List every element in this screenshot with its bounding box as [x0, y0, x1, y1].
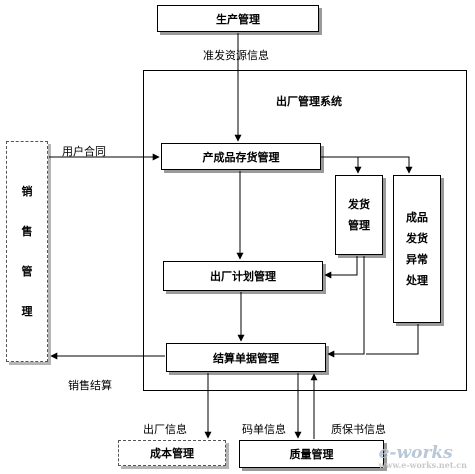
settlement-node: 结算单据管理: [166, 343, 326, 372]
shipping-node: 发货 管理: [335, 175, 383, 255]
cost-node: 成本管理: [118, 440, 226, 466]
edge-shipping-plan: [324, 256, 358, 279]
exception-label-line4: 处理: [406, 274, 428, 287]
watermark-subtext: www.e-works.net.cn: [378, 460, 467, 470]
exception-node: 成品 发货 异常 处理: [393, 175, 441, 323]
e-works-watermark: e-works www.e-works.net.cn: [379, 443, 467, 470]
inventory-node: 产成品存货管理: [161, 143, 321, 170]
sales-label-line4: 理: [21, 304, 33, 318]
production-label: 生产管理: [216, 12, 260, 26]
system-frame: [143, 70, 467, 391]
exception-label-line3: 异常: [406, 253, 428, 266]
edge-inventory-shipping: [321, 156, 362, 174]
sales-label-line2: 售: [21, 224, 33, 238]
watermark-text: e-works: [378, 443, 453, 463]
exception-label-line1: 成品: [406, 211, 428, 224]
production-node: 生产管理: [157, 5, 319, 32]
system-title: 出厂管理系统: [276, 95, 342, 108]
edge-shipping-settlement: [327, 256, 365, 358]
sales-settlement-label: 销售结算: [68, 379, 112, 392]
code-sheet-info-label: 码单信息: [242, 423, 286, 436]
quality-node: 质量管理: [239, 440, 384, 468]
settlement-label: 结算单据管理: [213, 351, 279, 365]
edge-inventory-exception: [321, 156, 413, 174]
exception-label-line2: 发货: [406, 232, 428, 245]
sales-label-line1: 销: [21, 184, 33, 198]
user-contract-label: 用户合同: [62, 145, 106, 158]
inventory-label: 产成品存货管理: [202, 150, 280, 164]
cost-label: 成本管理: [150, 447, 194, 460]
release-info-label: 准发资源信息: [203, 49, 269, 62]
sales-label-line3: 管: [21, 264, 33, 278]
plan-node: 出厂计划管理: [163, 261, 323, 291]
plan-label: 出厂计划管理: [210, 270, 276, 283]
exit-info-label: 出厂信息: [143, 423, 187, 436]
quality-label: 质量管理: [289, 448, 334, 461]
shipping-label-line1: 发货: [348, 198, 370, 211]
sales-node: 销 售 管 理: [6, 141, 48, 362]
edge-exception-settlement: [366, 324, 419, 355]
quality-cert-info-label: 质保书信息: [331, 423, 386, 436]
shipping-label-line2: 管理: [348, 219, 370, 232]
